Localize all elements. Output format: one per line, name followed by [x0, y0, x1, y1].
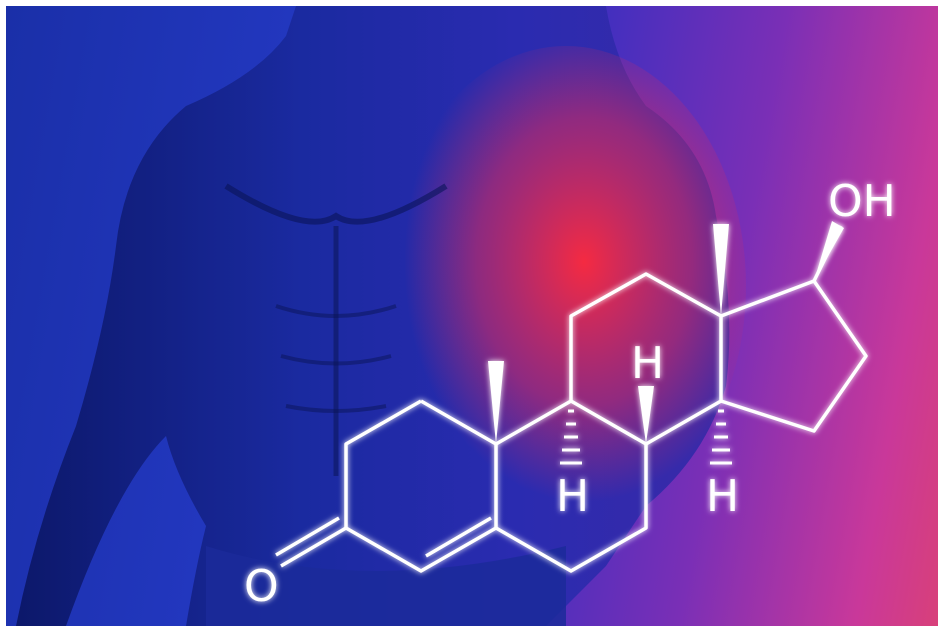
ring-c	[569, 272, 723, 446]
ketone-o-label: O	[244, 561, 279, 612]
hashed-bonds	[560, 409, 732, 465]
atom-labels: OH O H H H	[244, 176, 896, 612]
wedge-bonds	[488, 221, 844, 444]
scene-svg: OH O H H H	[16, 6, 896, 626]
ring-d	[720, 279, 868, 433]
h-right-bottom-label: H	[706, 471, 739, 522]
h-left-bottom-label: H	[556, 471, 589, 522]
photo-frame: OH O H H H	[6, 6, 938, 626]
oh-label: OH	[828, 176, 896, 227]
torso-silhouette	[16, 6, 746, 626]
ring-b	[495, 399, 648, 573]
h-center-top-label: H	[631, 338, 664, 389]
